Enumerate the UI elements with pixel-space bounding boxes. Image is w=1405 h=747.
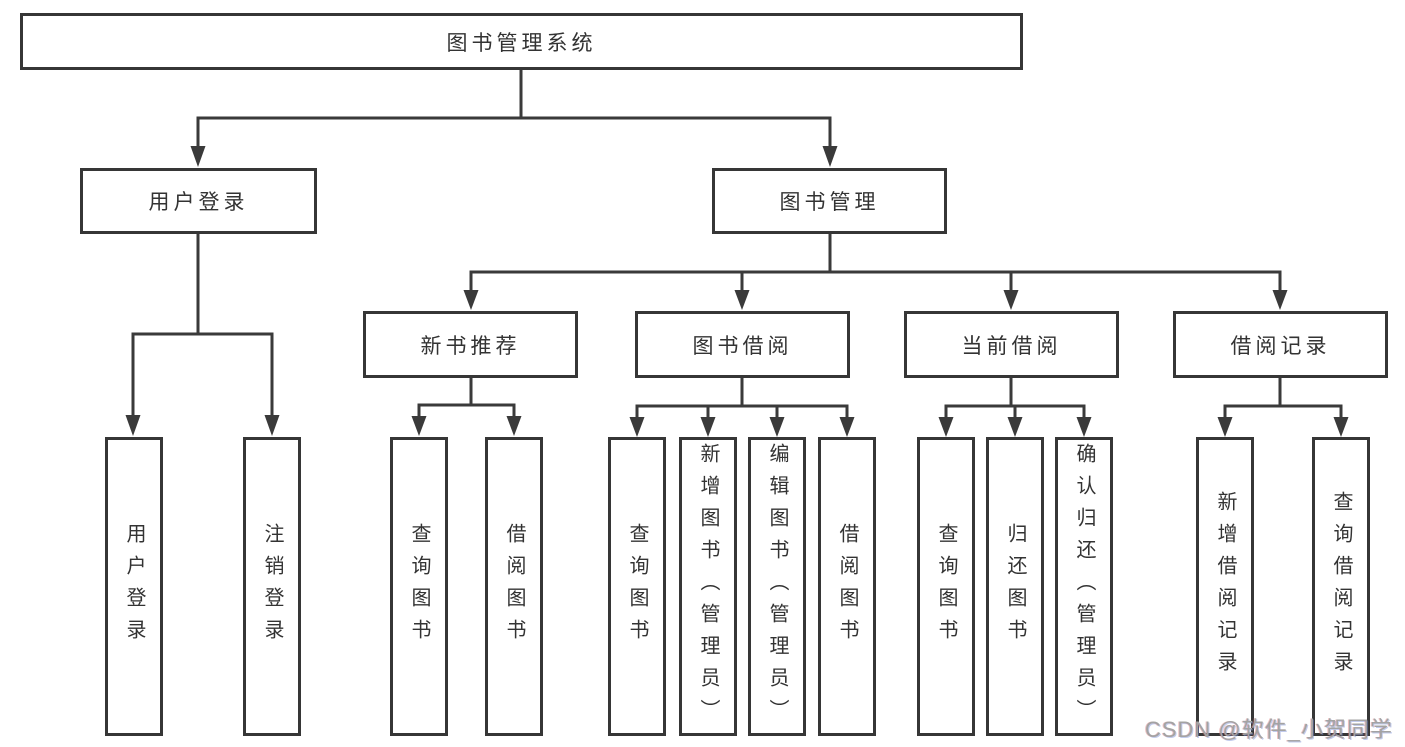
leaf-borrow-books: 借阅图书 xyxy=(818,437,876,736)
leaf-query-borrow-record: 查询借阅记录 xyxy=(1312,437,1370,736)
node-book-management: 图书管理 xyxy=(712,168,947,234)
node-borrow-records: 借阅记录 xyxy=(1173,311,1388,378)
node-system-root: 图书管理系统 xyxy=(20,13,1023,70)
leaf-query-books-current: 查询图书 xyxy=(917,437,975,736)
leaf-logout: 注销登录 xyxy=(243,437,301,736)
leaf-confirm-return-admin: 确认归还（管理员） xyxy=(1055,437,1113,736)
node-user-login: 用户登录 xyxy=(80,168,317,234)
leaf-borrow-books-recommend: 借阅图书 xyxy=(485,437,543,736)
leaf-add-book-admin: 新增图书（管理员） xyxy=(679,437,737,736)
leaf-add-borrow-record: 新增借阅记录 xyxy=(1196,437,1254,736)
node-book-borrow: 图书借阅 xyxy=(635,311,850,378)
node-current-borrow: 当前借阅 xyxy=(904,311,1119,378)
leaf-query-books-recommend: 查询图书 xyxy=(390,437,448,736)
node-new-book-recommend: 新书推荐 xyxy=(363,311,578,378)
leaf-user-login: 用户登录 xyxy=(105,437,163,736)
leaf-return-books: 归还图书 xyxy=(986,437,1044,736)
watermark: CSDN @软件_小贺同学 xyxy=(1144,717,1393,742)
leaf-query-books-borrow: 查询图书 xyxy=(608,437,666,736)
arrowheads xyxy=(125,146,1349,437)
leaf-edit-book-admin: 编辑图书（管理员） xyxy=(748,437,806,736)
